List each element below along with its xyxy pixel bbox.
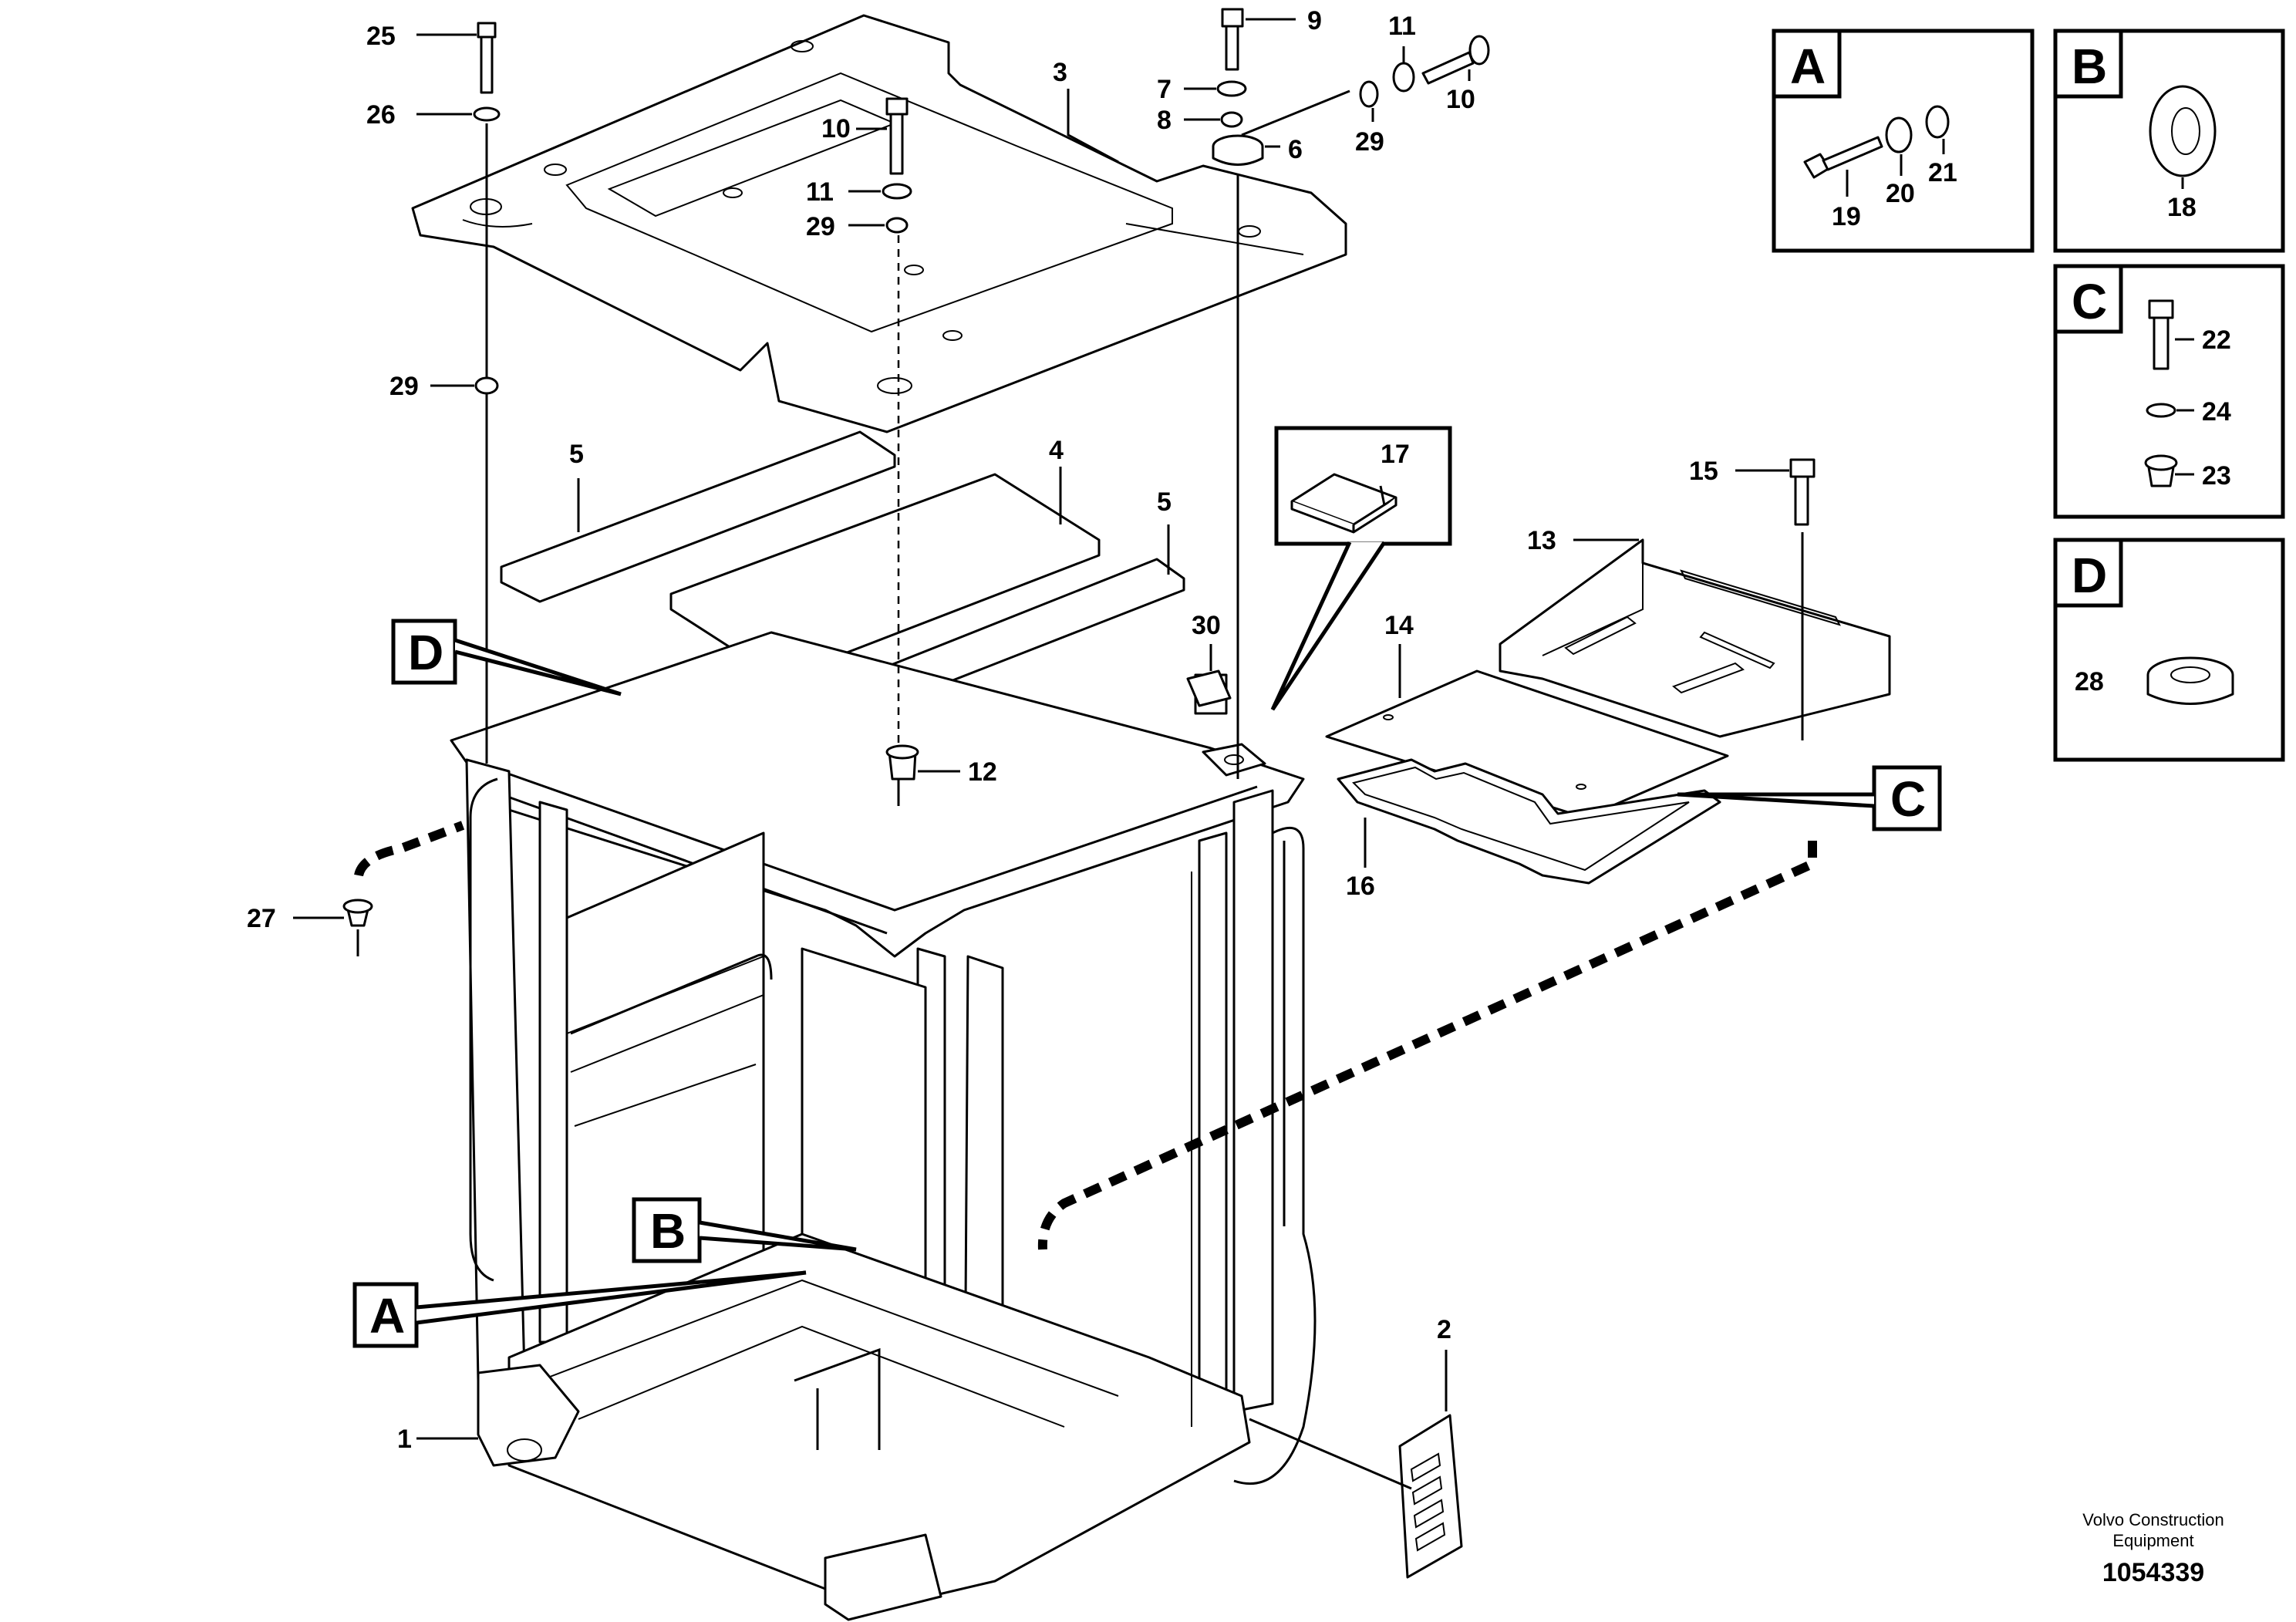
- cab-frame: [450, 631, 1317, 1621]
- detail-17-box: [1270, 426, 1452, 711]
- callout-21: 21: [1928, 158, 1957, 187]
- callout-30: 30: [1192, 611, 1221, 640]
- callout-5: 5: [1157, 487, 1172, 517]
- callout-25: 25: [366, 22, 396, 51]
- callout-19: 19: [1832, 202, 1861, 231]
- callout-28: 28: [2075, 667, 2104, 696]
- floor-plates: [1325, 458, 1891, 885]
- callout-2: 2: [1437, 1315, 1451, 1344]
- callout-labels: 25 26 29 3 10 11 29 9 7 8 6 29 11 10 5 4…: [247, 6, 2231, 1454]
- step-plate: [1249, 1414, 1463, 1579]
- box-letters: A B C D D A B C: [369, 39, 2107, 1344]
- flag-letter-a: A: [369, 1288, 405, 1344]
- callout-5: 5: [569, 440, 584, 469]
- brand-line-2: Equipment: [2112, 1531, 2193, 1550]
- callout-29: 29: [389, 372, 419, 401]
- reference-flag-c: [1677, 765, 1942, 831]
- callout-24: 24: [2202, 397, 2231, 427]
- callout-29: 29: [806, 212, 835, 241]
- callout-11: 11: [1388, 12, 1416, 41]
- callout-20: 20: [1886, 179, 1915, 208]
- callout-10: 10: [1446, 85, 1475, 114]
- callout-27: 27: [247, 904, 276, 933]
- callout-6: 6: [1288, 135, 1303, 164]
- callout-18: 18: [2167, 193, 2197, 222]
- callout-9: 9: [1307, 6, 1322, 35]
- callout-13: 13: [1527, 526, 1556, 555]
- flag-letter-d: D: [408, 625, 443, 680]
- roof-panel: [411, 14, 1347, 433]
- panel-letter-b: B: [2072, 39, 2107, 94]
- callout-3: 3: [1053, 58, 1067, 87]
- callout-1: 1: [397, 1425, 412, 1454]
- callout-4: 4: [1049, 436, 1064, 465]
- brand-line-1: Volvo Construction: [2082, 1510, 2224, 1529]
- callout-17: 17: [1381, 440, 1410, 469]
- alignment-lines: [356, 89, 1350, 956]
- detail-panel-b: [2053, 29, 2285, 253]
- callout-23: 23: [2202, 461, 2231, 491]
- detail-panel-c: [2053, 264, 2285, 519]
- drawing-number: 1054339: [2102, 1558, 2204, 1587]
- callout-29: 29: [1355, 127, 1384, 157]
- panel-letter-d: D: [2072, 548, 2107, 603]
- callout-11: 11: [806, 177, 834, 207]
- flag-letter-c: C: [1890, 771, 1926, 827]
- footer: Volvo Construction Equipment 1054339: [2082, 1510, 2224, 1587]
- leader-lines: [293, 18, 1789, 1440]
- callout-7: 7: [1157, 75, 1172, 104]
- panel-letter-c: C: [2072, 274, 2107, 329]
- detail-panel-a: [1772, 29, 2035, 253]
- panel-letter-a: A: [1790, 39, 1826, 94]
- callout-26: 26: [366, 100, 396, 130]
- dashed-routes: [354, 821, 1817, 1250]
- callout-8: 8: [1157, 106, 1172, 135]
- callout-22: 22: [2202, 325, 2231, 355]
- flag-letter-b: B: [650, 1203, 686, 1259]
- callout-15: 15: [1689, 457, 1718, 486]
- reference-flag-d: [391, 619, 622, 696]
- callout-14: 14: [1384, 611, 1414, 640]
- reference-flag-b: [632, 1197, 857, 1263]
- detail-panel-d: [2053, 538, 2285, 762]
- callout-16: 16: [1346, 872, 1375, 901]
- callout-12: 12: [968, 757, 997, 787]
- callout-10: 10: [821, 114, 851, 143]
- roof-hardware: [342, 8, 1490, 927]
- reference-flag-a: [352, 1270, 807, 1348]
